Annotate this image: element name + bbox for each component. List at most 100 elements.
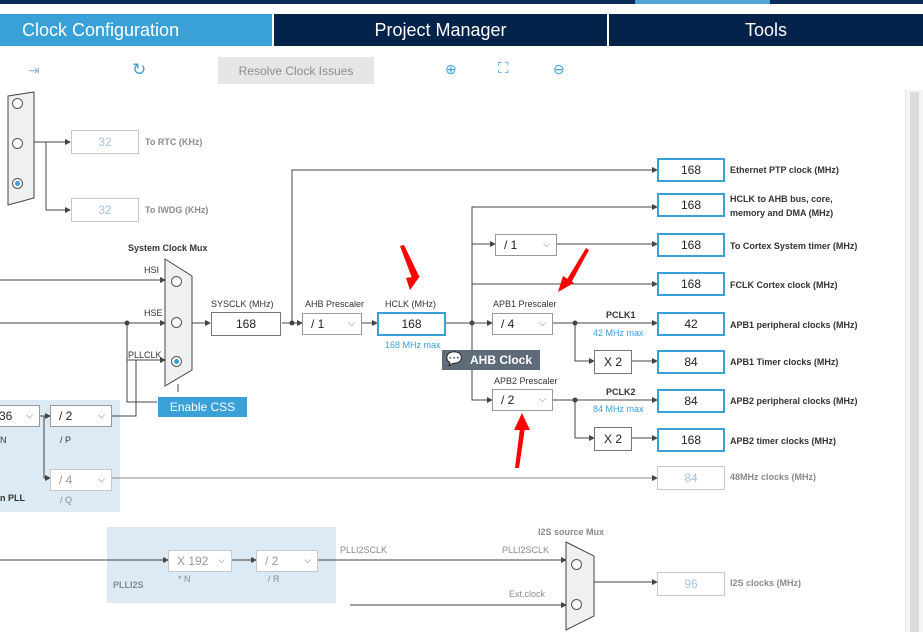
sysmux-hse-radio[interactable] bbox=[171, 317, 182, 328]
plli2s-r-select[interactable]: / 2 ⌵ bbox=[256, 550, 318, 572]
i2s-clock-value[interactable]: 96 bbox=[657, 572, 725, 596]
apb2-max: 84 MHz max bbox=[593, 404, 644, 414]
ahb-clock-tooltip: 💬 AHB Clock bbox=[442, 350, 540, 370]
chevron-down-icon: ⌵ bbox=[304, 555, 311, 565]
enable-css-button[interactable]: Enable CSS bbox=[158, 397, 247, 417]
pll-q-select[interactable]: / 4⌵ bbox=[50, 469, 112, 491]
system-clock-mux-title: System Clock Mux bbox=[128, 243, 208, 253]
i2s-mux-ext-radio[interactable] bbox=[571, 599, 582, 610]
apb2-timer-value[interactable]: 168 bbox=[657, 428, 725, 452]
rtc-label: To RTC (KHz) bbox=[145, 137, 203, 147]
hclk-ahb-value[interactable]: 168 bbox=[657, 193, 725, 217]
pll-n-select[interactable]: 36⌵ bbox=[0, 405, 40, 427]
plli2sclk-label: PLLI2SCLK bbox=[340, 545, 388, 555]
48mhz-value[interactable]: 84 bbox=[657, 466, 725, 490]
cortex-timer-value[interactable]: 168 bbox=[657, 233, 725, 257]
rtc-mux-radio-1[interactable] bbox=[12, 98, 23, 109]
zoom-out-icon[interactable]: ⊖ bbox=[553, 61, 565, 77]
apb1-prescaler-select[interactable]: / 4 ⌵ bbox=[492, 313, 553, 335]
apb2-prescaler-select[interactable]: / 2 ⌵ bbox=[492, 389, 553, 411]
cortex-timer-label: To Cortex System timer (MHz) bbox=[730, 241, 858, 251]
hclk-max: 168 MHz max bbox=[385, 340, 441, 350]
apb1-timer-label: APB1 Timer clocks (MHz) bbox=[730, 357, 839, 367]
chevron-down-icon: ⌵ bbox=[539, 318, 546, 328]
plli2s-r-label: / R bbox=[268, 574, 280, 584]
ethernet-ptp-label: Ethernet PTP clock (MHz) bbox=[730, 165, 839, 175]
i2s-mux-title: I2S source Mux bbox=[538, 527, 605, 537]
info-icon: 💬 bbox=[446, 351, 463, 366]
apb2-peripheral-value[interactable]: 84 bbox=[657, 389, 725, 413]
plli2s-n-select[interactable]: X 192 ⌵ bbox=[168, 550, 232, 572]
vertical-scrollbar[interactable] bbox=[905, 90, 923, 632]
reset-icon[interactable]: ⇥ bbox=[28, 62, 40, 78]
iwdg-label: To IWDG (KHz) bbox=[145, 205, 209, 215]
plli2s-r-value: / 2 bbox=[265, 554, 279, 568]
top-strip bbox=[0, 0, 923, 4]
rtc-mux-radio-2[interactable] bbox=[12, 138, 23, 149]
pll-n-label: N bbox=[0, 435, 7, 445]
chevron-down-icon: ⌵ bbox=[543, 239, 550, 249]
sysclk-value[interactable]: 168 bbox=[211, 312, 281, 336]
apb2-peripheral-label: APB2 peripheral clocks (MHz) bbox=[730, 396, 858, 406]
chevron-down-icon: ⌵ bbox=[348, 318, 355, 328]
hclk-value[interactable]: 168 bbox=[377, 312, 446, 336]
pll-p-select[interactable]: / 2⌵ bbox=[50, 405, 112, 427]
rtc-mux-radio-3[interactable] bbox=[12, 178, 23, 189]
apb2-timer-multiplier: X 2 bbox=[594, 427, 632, 451]
tab-clock-configuration[interactable]: Clock Configuration bbox=[0, 14, 272, 46]
plli2s-n-value: X 192 bbox=[177, 554, 209, 568]
hclk-ahb-label-line2: memory and DMA (MHz) bbox=[730, 208, 834, 218]
cortex-divider-select[interactable]: / 1⌵ bbox=[495, 234, 557, 256]
sysmux-hsi-radio[interactable] bbox=[171, 276, 182, 287]
fclk-value[interactable]: 168 bbox=[657, 272, 725, 296]
pll-p-label: / P bbox=[60, 435, 72, 445]
hsi-label: HSI bbox=[144, 265, 160, 275]
apb2-timer-label: APB2 timer clocks (MHz) bbox=[730, 436, 837, 446]
sysclk-label: SYSCLK (MHz) bbox=[211, 299, 274, 309]
plli2s-n-label: * N bbox=[178, 574, 191, 584]
ethernet-ptp-value[interactable]: 168 bbox=[657, 158, 725, 182]
apb1-prescaler-value: / 4 bbox=[501, 317, 515, 331]
chevron-down-icon: ⌵ bbox=[539, 394, 546, 404]
fit-screen-icon[interactable]: ⛶ bbox=[498, 60, 509, 77]
sysmux-pllclk-radio[interactable] bbox=[171, 356, 182, 367]
main-pll-title: n PLL bbox=[0, 493, 25, 503]
scrollbar-thumb[interactable] bbox=[910, 92, 919, 632]
pll-p-value: / 2 bbox=[59, 409, 73, 423]
ahb-prescaler-select[interactable]: / 1 ⌵ bbox=[302, 313, 362, 335]
iwdg-value[interactable]: 32 bbox=[71, 198, 139, 222]
48mhz-label: 48MHz clocks (MHz) bbox=[730, 472, 817, 482]
tab-project-manager[interactable]: Project Manager bbox=[274, 14, 607, 46]
ahb-prescaler-value: / 1 bbox=[311, 317, 325, 331]
plli2s-title: PLLI2S bbox=[113, 580, 144, 590]
hse-label: HSE bbox=[144, 308, 163, 318]
hclk-ahb-label: HCLK to AHB bus, core, bbox=[730, 194, 833, 204]
pclk1-label: PCLK1 bbox=[606, 310, 636, 320]
i2s-mux-pll-radio[interactable] bbox=[571, 559, 582, 570]
ahb-prescaler-label: AHB Prescaler bbox=[305, 299, 365, 309]
apb1-max: 42 MHz max bbox=[593, 328, 644, 338]
apb1-timer-multiplier: X 2 bbox=[594, 350, 632, 374]
hclk-label: HCLK (MHz) bbox=[385, 299, 436, 309]
apb1-peripheral-value[interactable]: 42 bbox=[657, 312, 725, 336]
pll-n-value: 36 bbox=[0, 409, 13, 423]
i2s-clock-label: I2S clocks (MHz) bbox=[730, 578, 802, 588]
chevron-down-icon: ⌵ bbox=[98, 474, 105, 484]
apb1-timer-value[interactable]: 84 bbox=[657, 350, 725, 374]
pllclk-label: PLLCLK bbox=[128, 350, 162, 360]
resolve-clock-issues-button[interactable]: Resolve Clock Issues bbox=[218, 57, 374, 84]
pclk2-label: PCLK2 bbox=[606, 387, 636, 397]
top-strip-highlight bbox=[635, 0, 770, 4]
tab-tools[interactable]: Tools bbox=[609, 14, 923, 46]
zoom-in-icon[interactable]: ⊕ bbox=[445, 61, 457, 77]
fclk-label: FCLK Cortex clock (MHz) bbox=[730, 280, 838, 290]
apb1-prescaler-label: APB1 Prescaler bbox=[493, 299, 557, 309]
tooltip-text: AHB Clock bbox=[470, 353, 533, 367]
chevron-down-icon: ⌵ bbox=[218, 555, 225, 565]
rtc-value[interactable]: 32 bbox=[71, 130, 139, 154]
apb2-prescaler-label: APB2 Prescaler bbox=[494, 376, 558, 386]
apb1-peripheral-label: APB1 peripheral clocks (MHz) bbox=[730, 320, 858, 330]
apb2-prescaler-value: / 2 bbox=[501, 393, 515, 407]
refresh-icon[interactable]: ↻ bbox=[132, 60, 147, 79]
i2s-input-pll-label: PLLI2SCLK bbox=[502, 545, 550, 555]
